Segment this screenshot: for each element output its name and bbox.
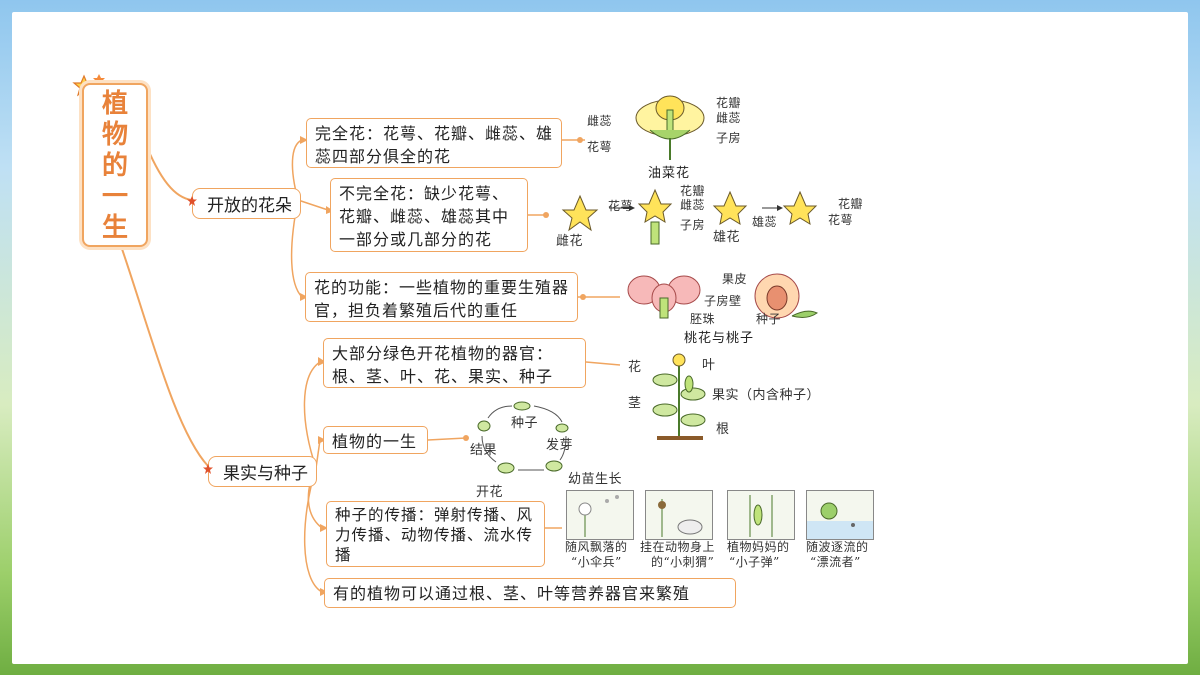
rabbit-icon <box>658 499 703 537</box>
life-box: 植物的一生 <box>323 426 428 454</box>
rape-petal-label: 花瓣 <box>716 96 742 110</box>
plant-root-label: 根 <box>716 422 730 437</box>
vegetative-text: 有的植物可以通过根、茎、叶等营养器官来繁殖 <box>333 584 691 603</box>
spread-photo-animal <box>645 490 713 540</box>
rape-pistil-right-label: 雌蕊 <box>716 111 742 125</box>
spread-caption-1-line1: 随风飘落的 <box>565 540 628 554</box>
fruit-bullet-icon <box>203 464 213 474</box>
peach-illustration <box>627 273 818 319</box>
spread-text: 种子的传播：弹射传播、风力传播、动物传播、流水传播 <box>335 506 534 564</box>
squash-stamen-label: 雄蕊 <box>752 215 778 229</box>
cycle-seed-label: 种子 <box>511 416 539 431</box>
slide-card <box>12 12 1188 664</box>
peach-peel-label: 果皮 <box>722 272 748 286</box>
organs-text: 大部分绿色开花植物的器官：根、茎、叶、花、果实、种子 <box>332 344 554 386</box>
incomplete-flower-text: 不完全花：缺少花萼、花瓣、雌蕊、雄蕊其中一部分或几部分的花 <box>339 184 510 249</box>
rape-flower-illustration <box>635 95 705 160</box>
plant-flower-label: 花 <box>628 360 642 375</box>
plant-fruit-label: 果实（内含种子） <box>712 388 821 403</box>
spread-caption-2-line2: 的“小刺猬” <box>651 555 715 569</box>
topic-flower: 开放的花朵 <box>187 188 301 219</box>
life-cycle-illustration <box>477 401 569 474</box>
peach-ovary-wall-label: 子房壁 <box>704 294 742 308</box>
squash-petal-label: 花瓣 <box>680 184 706 198</box>
complete-flower-box: 完全花：花萼、花瓣、雌蕊、雄蕊四部分俱全的花 <box>306 118 562 168</box>
topic-fruit: 果实与种子 <box>203 456 317 487</box>
spread-caption-3-line2: “小子弹” <box>729 555 780 569</box>
squash-flowers-illustration <box>561 188 818 245</box>
topic-fruit-label: 果实与种子 <box>223 464 308 484</box>
root-title-box: 植 物 的 一 生 <box>82 83 148 247</box>
spread-caption-4-line1: 随波逐流的 <box>806 540 869 554</box>
flower-function-box: 花的功能：一些植物的重要生殖器官，担负着繁殖后代的重任 <box>305 272 578 322</box>
peach-seed-label: 种子 <box>756 312 782 326</box>
male-flower-label: 雄花 <box>713 230 741 245</box>
plant-organs-illustration <box>652 353 706 440</box>
spread-photo-wind <box>566 490 634 540</box>
incomplete-flower-box: 不完全花：缺少花萼、花瓣、雌蕊、雄蕊其中一部分或几部分的花 <box>330 178 528 252</box>
topic-flower-label: 开放的花朵 <box>207 196 292 216</box>
complete-flower-text: 完全花：花萼、花瓣、雌蕊、雄蕊四部分俱全的花 <box>315 124 554 166</box>
cycle-fruiting-label: 结果 <box>470 443 498 458</box>
life-text: 植物的一生 <box>332 432 418 451</box>
rape-pistil-label: 雌蕊 <box>587 114 613 128</box>
organs-box: 大部分绿色开花植物的器官：根、茎、叶、花、果实、种子 <box>323 338 586 388</box>
peach-ovule-label: 胚珠 <box>690 312 716 326</box>
pea-pod-icon <box>749 495 773 537</box>
peach-caption: 桃花与桃子 <box>684 331 755 346</box>
spread-box: 种子的传播：弹射传播、风力传播、动物传播、流水传播 <box>326 501 545 567</box>
squash-ovary-label: 子房 <box>680 218 706 232</box>
squash-petal2-label: 花瓣 <box>838 197 864 211</box>
cycle-seedling-label: 幼苗生长 <box>568 472 623 487</box>
cycle-sprout-label: 发芽 <box>546 438 574 453</box>
squash-sepal2-label: 花萼 <box>828 213 854 227</box>
spread-caption-2-line1: 挂在动物身上 <box>640 540 716 554</box>
root-title: 植 物 的 一 生 <box>101 89 128 243</box>
dandelion-icon <box>578 495 619 537</box>
plant-leaf-label: 叶 <box>702 358 716 373</box>
vegetative-box: 有的植物可以通过根、茎、叶等营养器官来繁殖 <box>324 578 736 608</box>
spread-caption-1-line2: “小伞兵” <box>571 555 622 569</box>
rape-sepal-label: 花萼 <box>587 140 613 154</box>
flower-function-text: 花的功能：一些植物的重要生殖器官，担负着繁殖后代的重任 <box>314 278 570 320</box>
female-flower-label: 雌花 <box>556 234 584 249</box>
spread-photo-burst <box>727 490 795 540</box>
cycle-bloom-label: 开花 <box>476 485 504 500</box>
spread-caption-4-line2: “漂流者” <box>810 555 861 569</box>
squash-pistil-label: 雌蕊 <box>680 198 706 212</box>
rape-ovary-label: 子房 <box>716 131 742 145</box>
plant-stem-label: 茎 <box>628 396 642 411</box>
flower-bullet-icon <box>187 196 197 206</box>
squash-sepal-label: 花萼 <box>608 199 634 213</box>
coconut-icon <box>807 502 873 539</box>
spread-photo-water <box>806 490 874 540</box>
spread-caption-3-line1: 植物妈妈的 <box>727 540 790 554</box>
rape-caption: 油菜花 <box>648 166 691 181</box>
